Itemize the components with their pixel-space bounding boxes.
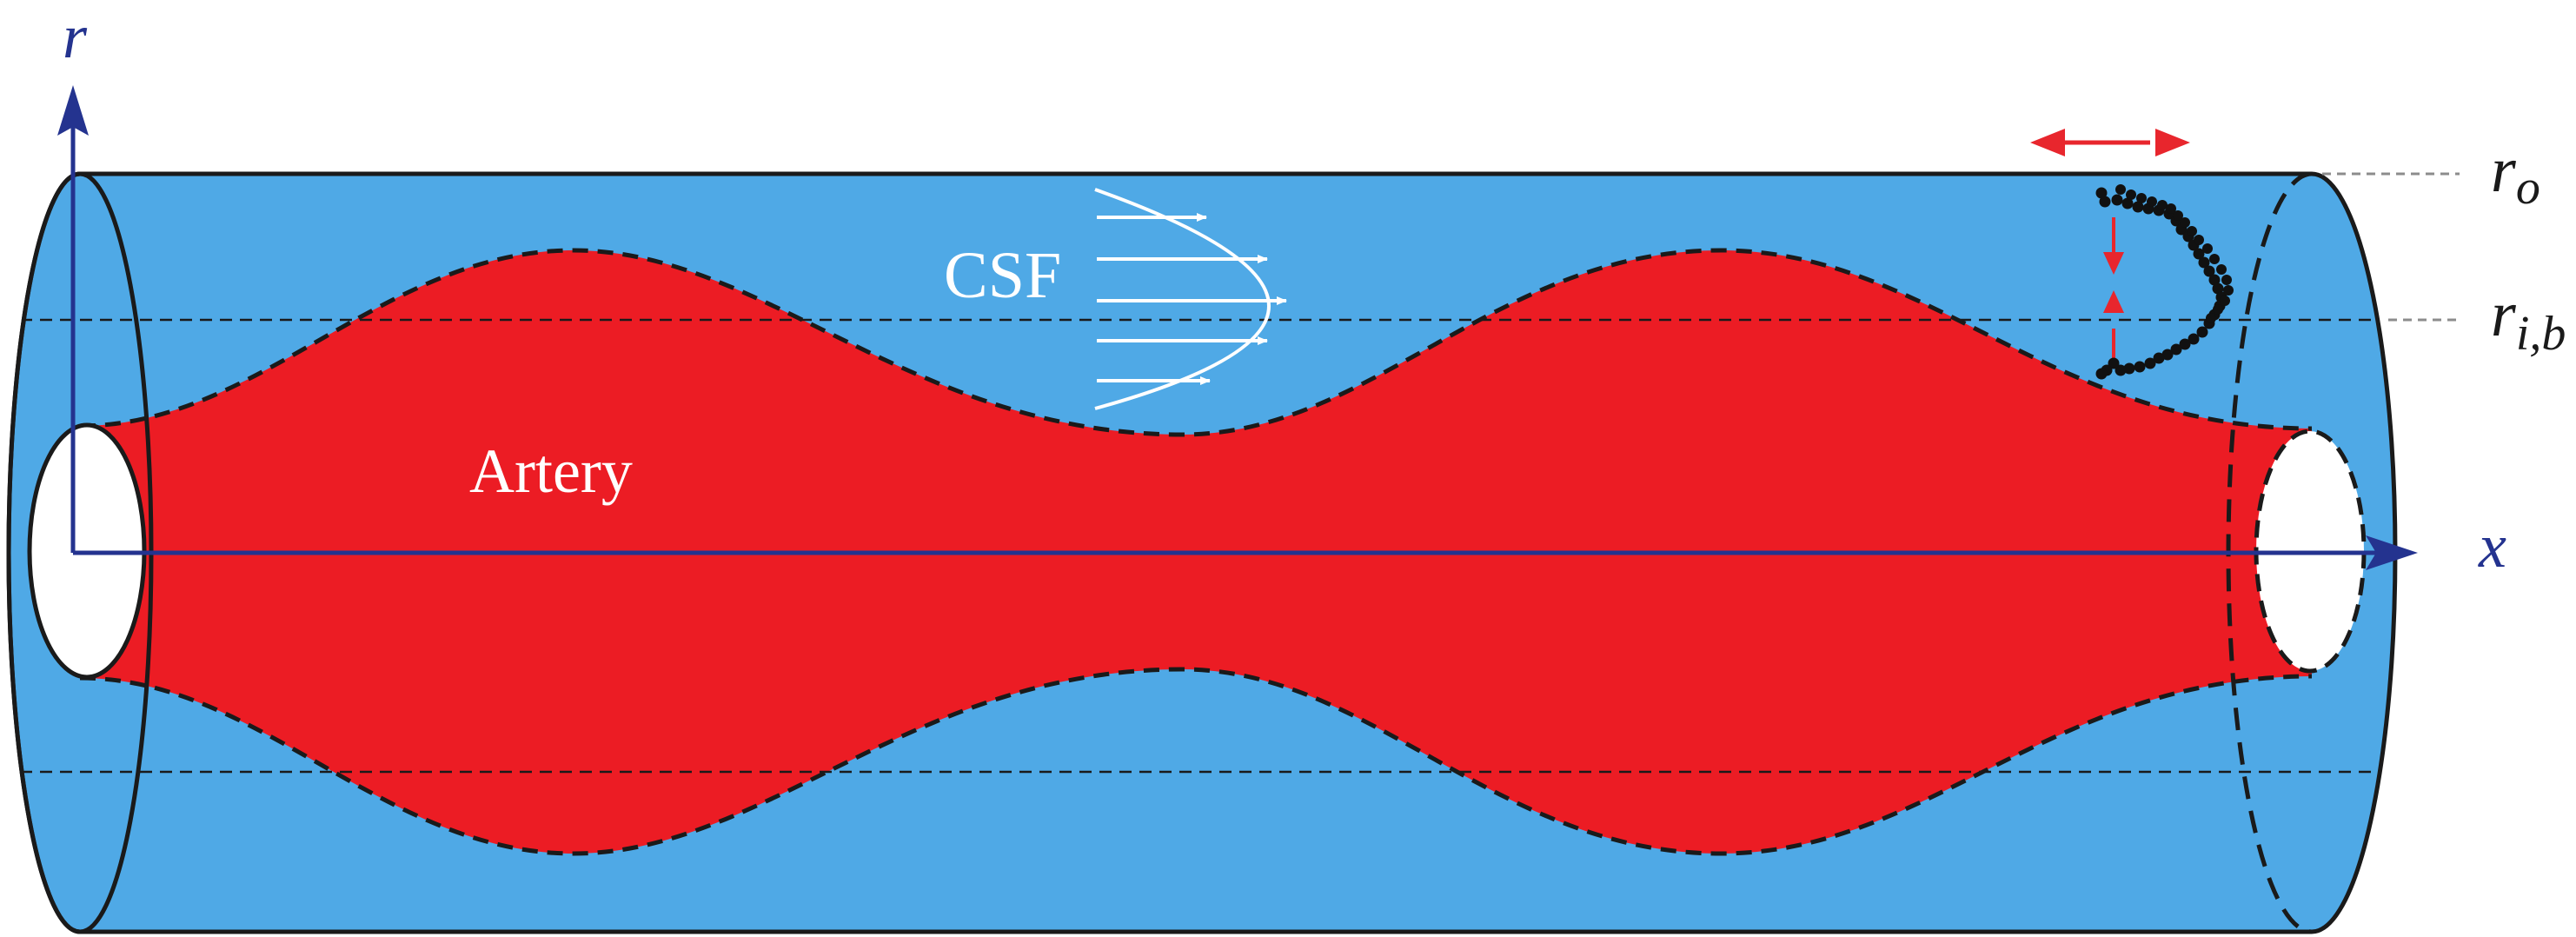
x-axis-label: x <box>2478 511 2506 581</box>
artery-label: Artery <box>469 436 633 506</box>
particle-dot <box>2187 226 2197 236</box>
particle-dot <box>2203 265 2215 277</box>
particle-dot <box>2221 275 2232 285</box>
r-axis-arrowhead <box>57 85 89 136</box>
coordinate-axes <box>57 85 2418 570</box>
artery-upper-wall-outline <box>79 248 2313 437</box>
particle-dot <box>2157 200 2168 210</box>
particle-dot <box>2170 343 2182 356</box>
axial-motion-arrow <box>2030 129 2190 156</box>
particle-dot <box>2147 196 2157 207</box>
particle-dot <box>2223 285 2234 296</box>
inner-radius-symbol: r <box>2491 279 2517 350</box>
particle-dot <box>2121 197 2134 209</box>
particle-dot <box>2144 357 2156 369</box>
particle-dot <box>2179 338 2191 350</box>
particle-dot <box>2206 313 2216 323</box>
outer-radius-label: ro <box>2491 135 2540 215</box>
inner-radius-label: ri,b <box>2491 279 2566 361</box>
artery-lower-wall-outline <box>79 667 2313 856</box>
particle-dot <box>2220 296 2230 306</box>
particle-dot <box>2194 235 2204 245</box>
particle-dot <box>2095 187 2108 199</box>
particle-dot <box>2115 364 2127 376</box>
particle-dot <box>2213 304 2223 315</box>
particle-dot <box>2132 201 2144 213</box>
particle-dot <box>2208 274 2221 286</box>
particle-dot <box>2198 256 2210 269</box>
particle-trace <box>2095 184 2234 380</box>
outer-radius-subscript: o <box>2516 161 2540 215</box>
csf-flow-profile <box>1094 188 1287 410</box>
particle-dot <box>2115 184 2126 195</box>
x-axis-arrowhead <box>2366 535 2418 570</box>
csf-label: CSF <box>944 239 1061 312</box>
particle-dot <box>2216 264 2227 275</box>
inner-radius-subscript: i,b <box>2516 307 2566 361</box>
particle-dot <box>2193 248 2205 260</box>
particle-dot <box>2209 254 2220 264</box>
r-axis-label: r <box>63 2 88 71</box>
particle-dot <box>2153 352 2165 364</box>
particle-dot <box>2136 193 2147 203</box>
particle-dot <box>2166 203 2176 214</box>
particle-dot <box>2196 326 2208 338</box>
particle-dot <box>2212 282 2224 295</box>
particle-dot <box>2202 243 2213 254</box>
particle-dot <box>2111 194 2123 206</box>
outer-radius-symbol: r <box>2491 135 2517 206</box>
particle-dot <box>2180 217 2190 228</box>
particle-dot <box>2161 349 2174 361</box>
particle-dot <box>2126 189 2136 200</box>
particle-dot <box>2123 362 2135 375</box>
particle-dot <box>2188 333 2200 345</box>
particle-dot <box>2134 361 2146 373</box>
particle-dot <box>2108 357 2120 369</box>
particle-dot <box>2095 368 2108 380</box>
radial-motion-arrows <box>2103 217 2124 365</box>
particle-dot <box>2173 210 2183 221</box>
particle-dot <box>2099 196 2111 208</box>
